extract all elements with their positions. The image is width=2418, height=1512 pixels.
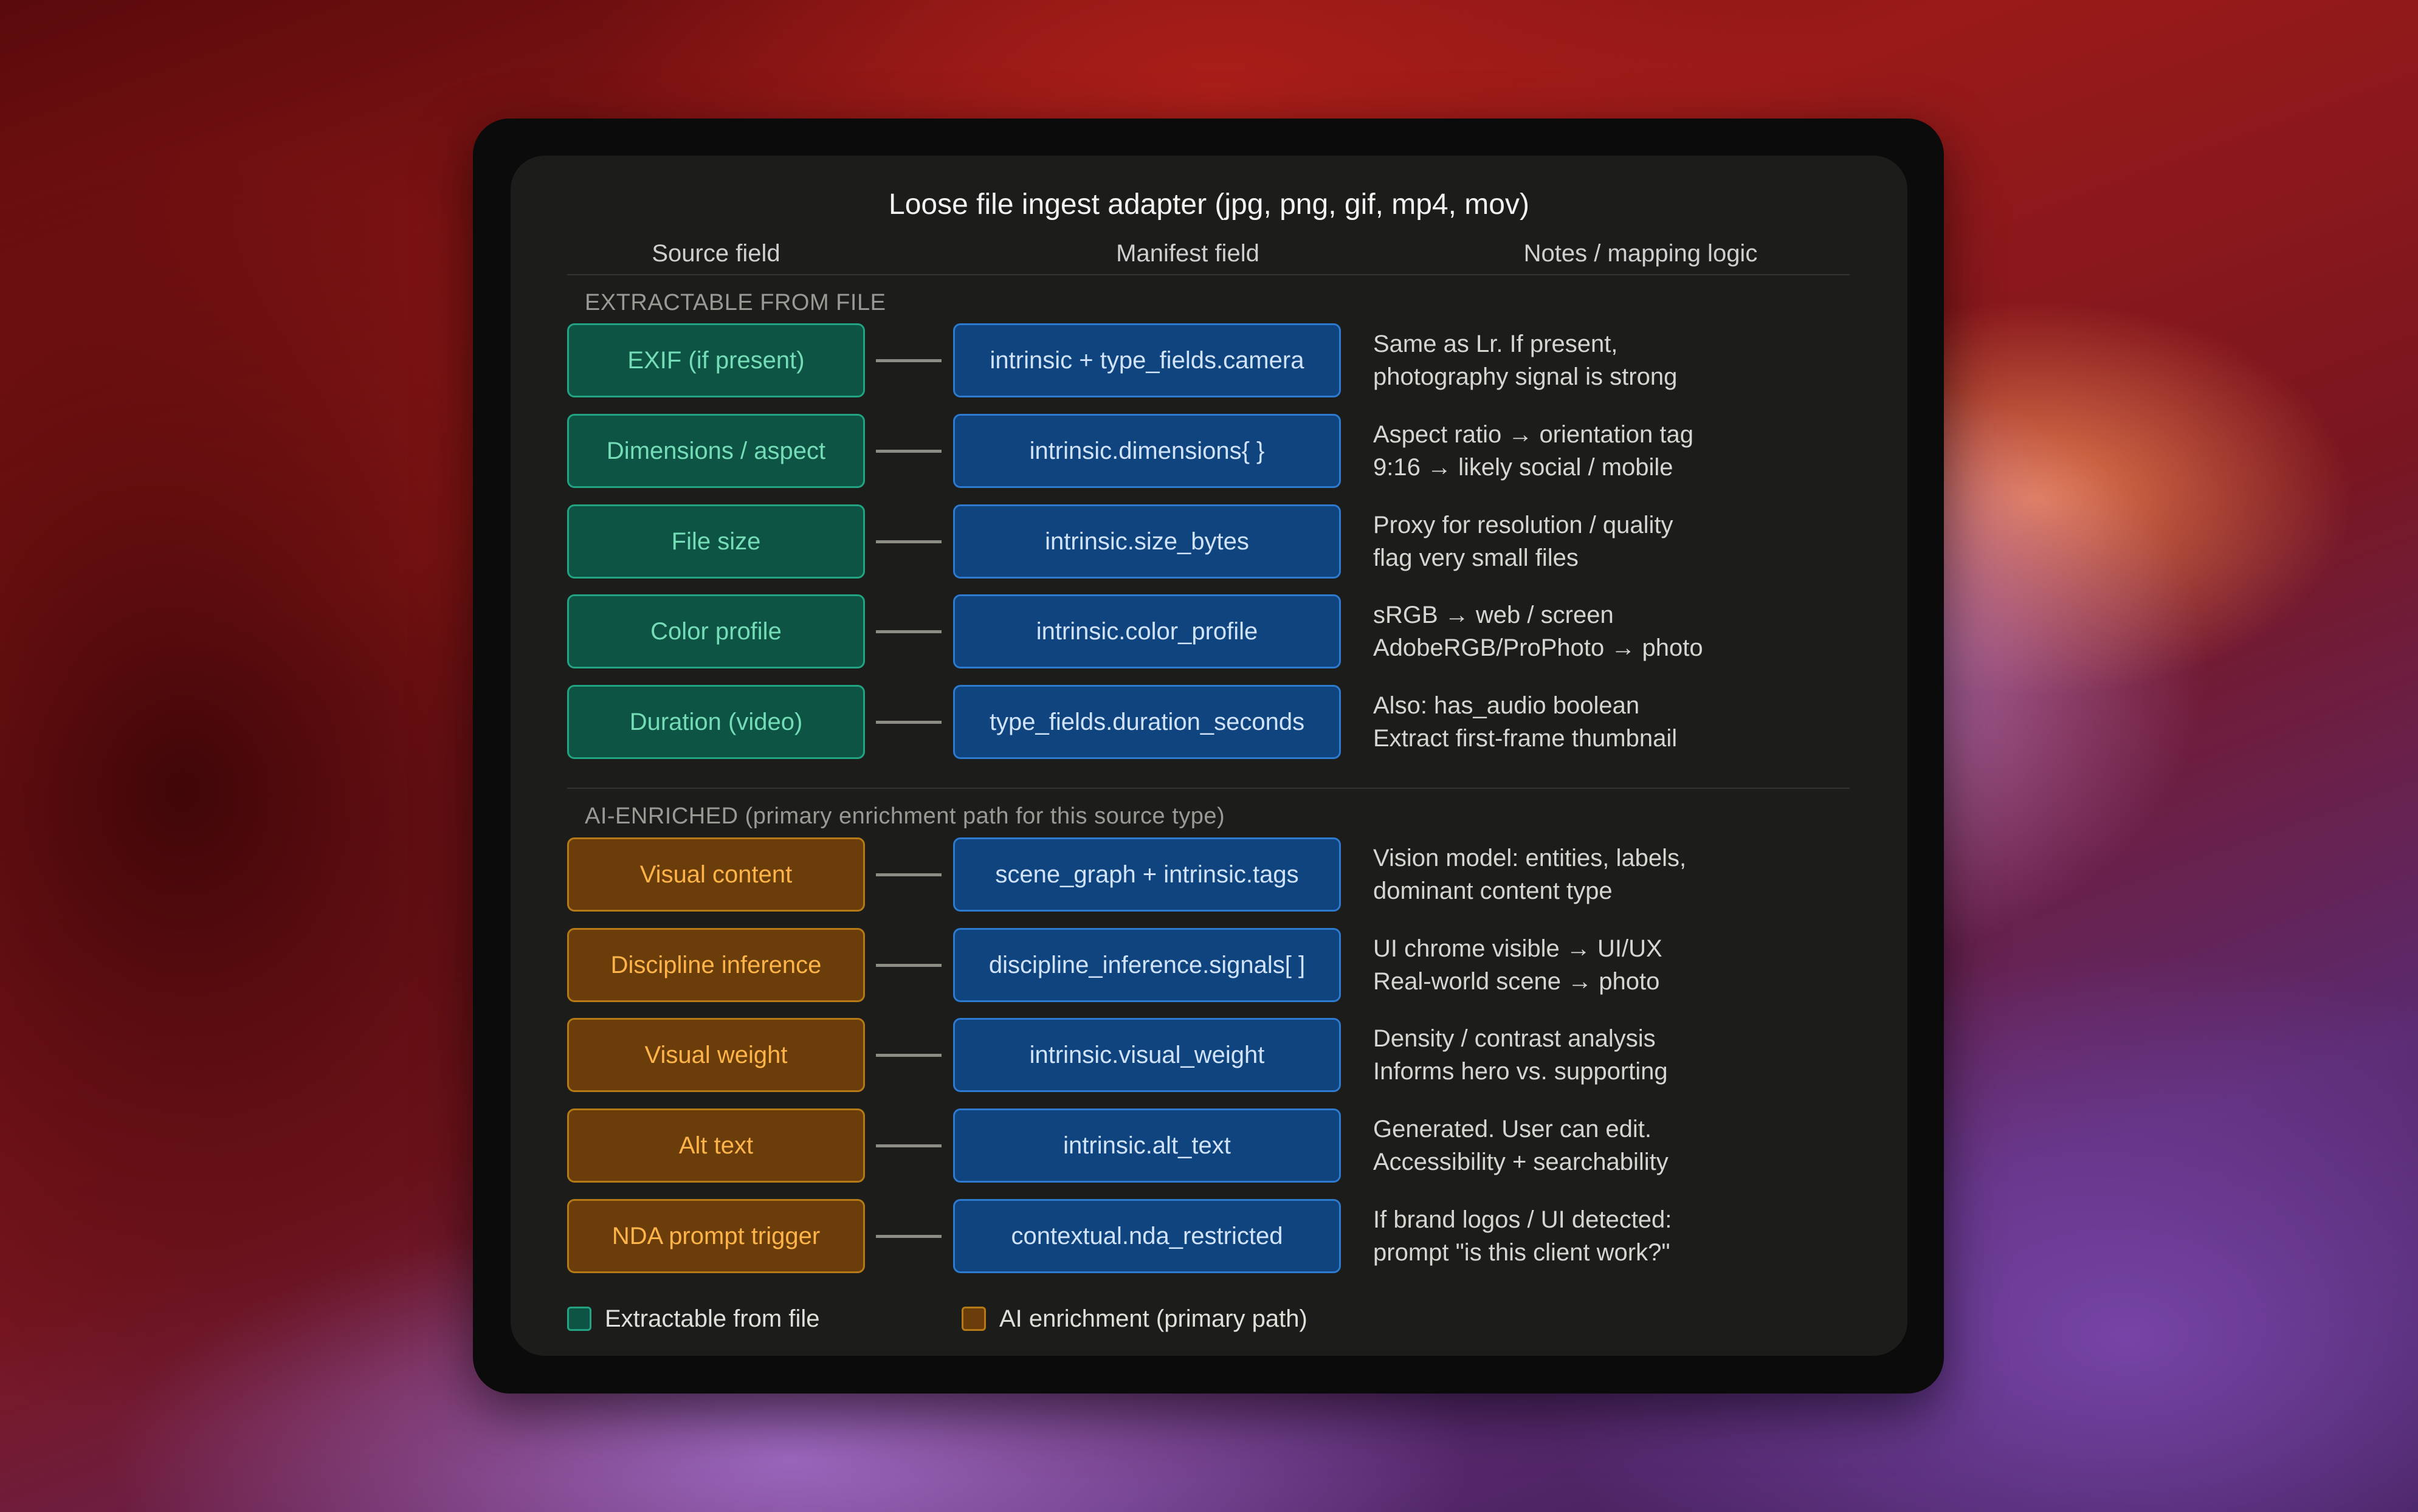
mapping-note: Generated. User can edit.Accessibility +… [1373,1116,1669,1175]
manifest-box: intrinsic.color_profile [953,594,1341,668]
connector-line [876,873,942,876]
mapping-note: Vision model: entities, labels,dominant … [1373,845,1687,904]
connector-line [876,1235,942,1238]
source-box: Duration (video) [567,685,865,759]
manifest-box: type_fields.duration_seconds [953,685,1341,759]
source-box: NDA prompt trigger [567,1199,865,1273]
manifest-box: intrinsic + type_fields.camera [953,323,1341,397]
section-divider [567,788,1850,789]
legend-swatch-extractable [567,1307,591,1331]
source-box: Alt text [567,1108,865,1183]
source-box: File size [567,504,865,579]
manifest-box: scene_graph + intrinsic.tags [953,837,1341,912]
mapping-note: Same as Lr. If present,photography signa… [1373,331,1678,390]
manifest-box: intrinsic.alt_text [953,1108,1341,1183]
mapping-note: If brand logos / UI detected:prompt "is … [1373,1206,1672,1266]
source-box: EXIF (if present) [567,323,865,397]
manifest-box: intrinsic.size_bytes [953,504,1341,579]
manifest-box: contextual.nda_restricted [953,1199,1341,1273]
connector-line [876,359,942,362]
connector-line [876,1054,942,1057]
manifest-box: intrinsic.visual_weight [953,1018,1341,1092]
section-label-extractable: EXTRACTABLE FROM FILE [585,290,886,315]
source-box: Dimensions / aspect [567,414,865,488]
column-header-source: Source field [652,240,780,267]
source-box: Visual weight [567,1018,865,1092]
manifest-box: discipline_inference.signals[ ] [953,928,1341,1002]
source-box: Discipline inference [567,928,865,1002]
column-header-notes: Notes / mapping logic [1523,240,1758,267]
connector-line [876,1144,942,1147]
connector-line [876,630,942,633]
source-box: Color profile [567,594,865,668]
connector-line [876,540,942,543]
connector-line [876,721,942,724]
section-label-ai-enriched: AI-ENRICHED (primary enrichment path for… [585,803,1225,829]
connector-line [876,450,942,453]
column-header-manifest: Manifest field [1116,240,1259,267]
legend-swatch-ai [962,1307,986,1331]
header-divider [567,274,1850,275]
legend-label-extractable: Extractable from file [605,1305,820,1332]
connector-line [876,964,942,967]
diagram-title: Loose file ingest adapter (jpg, png, gif… [889,188,1529,221]
legend-label-ai: AI enrichment (primary path) [999,1305,1307,1332]
manifest-box: intrinsic.dimensions{ } [953,414,1341,488]
source-box: Visual content [567,837,865,912]
